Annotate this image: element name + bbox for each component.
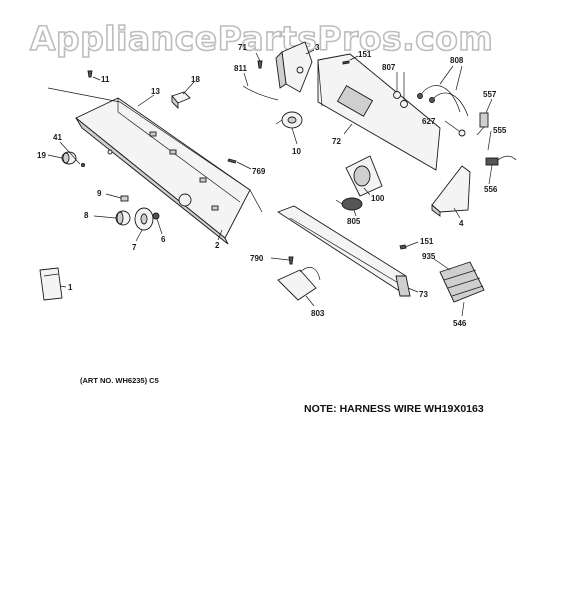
callout-10: 10 bbox=[292, 147, 301, 156]
watermark-logo: AppliancePartsPros.com bbox=[30, 19, 493, 58]
callout-546: 546 bbox=[453, 319, 467, 328]
callout-808: 808 bbox=[450, 56, 464, 65]
part-808-hoses bbox=[417, 85, 469, 117]
callout-4: 4 bbox=[459, 219, 464, 228]
part-807-grommets bbox=[393, 91, 408, 108]
callout-11: 11 bbox=[101, 75, 110, 84]
callout-71: 71 bbox=[238, 43, 247, 52]
callout-6: 6 bbox=[161, 235, 166, 244]
part-19-knob bbox=[61, 151, 77, 165]
part-73-bracket bbox=[277, 205, 411, 297]
part-790-screw bbox=[288, 256, 294, 265]
parts-drawing bbox=[39, 41, 517, 303]
part-805-switch bbox=[335, 197, 363, 211]
part-13-control-panel bbox=[75, 97, 251, 245]
part-627-grommet bbox=[458, 129, 466, 137]
part-3-bracket bbox=[275, 41, 313, 93]
part-7-dial bbox=[134, 207, 154, 231]
callout-7: 7 bbox=[132, 243, 137, 252]
callout-2: 2 bbox=[215, 241, 220, 250]
callout-805: 805 bbox=[347, 217, 361, 226]
callout-1: 1 bbox=[68, 283, 73, 292]
callout-19: 19 bbox=[37, 151, 46, 160]
callout-807: 807 bbox=[382, 63, 396, 72]
callout-13: 13 bbox=[151, 87, 160, 96]
callout-790: 790 bbox=[250, 254, 264, 263]
callout-100: 100 bbox=[371, 194, 385, 203]
callout-556: 556 bbox=[484, 185, 498, 194]
callout-935: 935 bbox=[422, 252, 436, 261]
callout-803: 803 bbox=[311, 309, 325, 318]
callout-557: 557 bbox=[483, 90, 497, 99]
callout-41: 41 bbox=[53, 133, 62, 142]
part-546-harness bbox=[439, 261, 485, 303]
part-1-manual bbox=[39, 267, 63, 301]
part-557-switch bbox=[476, 112, 489, 136]
callout-627: 627 bbox=[422, 117, 436, 126]
art-number: (ART NO. WH6235) C5 bbox=[80, 376, 159, 385]
part-8-knob bbox=[115, 210, 131, 226]
part-6-nut bbox=[152, 212, 160, 220]
callout-555: 555 bbox=[493, 126, 507, 135]
part-10-pressure-switch bbox=[275, 111, 303, 129]
callout-18: 18 bbox=[191, 75, 200, 84]
callout-labels: 71 811 3 151 807 808 557 11 18 13 41 19 … bbox=[37, 43, 507, 328]
callout-3: 3 bbox=[315, 43, 320, 52]
part-72-backsplash bbox=[317, 53, 441, 171]
callout-9: 9 bbox=[97, 189, 102, 198]
callout-769: 769 bbox=[252, 167, 266, 176]
part-100-timer bbox=[345, 155, 383, 197]
callout-811: 811 bbox=[234, 64, 247, 73]
part-4-end-cap bbox=[431, 165, 471, 217]
harness-note: NOTE: HARNESS WIRE WH19X0163 bbox=[304, 403, 484, 415]
callout-8: 8 bbox=[84, 211, 89, 220]
part-151-screw-lower bbox=[399, 244, 407, 250]
part-41-clip bbox=[80, 162, 86, 168]
callout-151-top: 151 bbox=[358, 50, 372, 59]
callout-72: 72 bbox=[332, 137, 341, 146]
part-18-block bbox=[171, 91, 191, 110]
part-71-screw bbox=[257, 60, 263, 69]
part-11-screw bbox=[87, 70, 93, 78]
callout-73: 73 bbox=[419, 290, 428, 299]
part-556-connector bbox=[485, 155, 517, 166]
part-9-clip bbox=[120, 195, 129, 202]
leader-lines bbox=[47, 49, 493, 317]
part-811-tube bbox=[242, 85, 279, 101]
part-151-screw-top bbox=[342, 60, 350, 65]
part-803-bracket bbox=[277, 267, 321, 301]
part-769-screw bbox=[227, 158, 237, 164]
callout-151-lower: 151 bbox=[420, 237, 434, 246]
